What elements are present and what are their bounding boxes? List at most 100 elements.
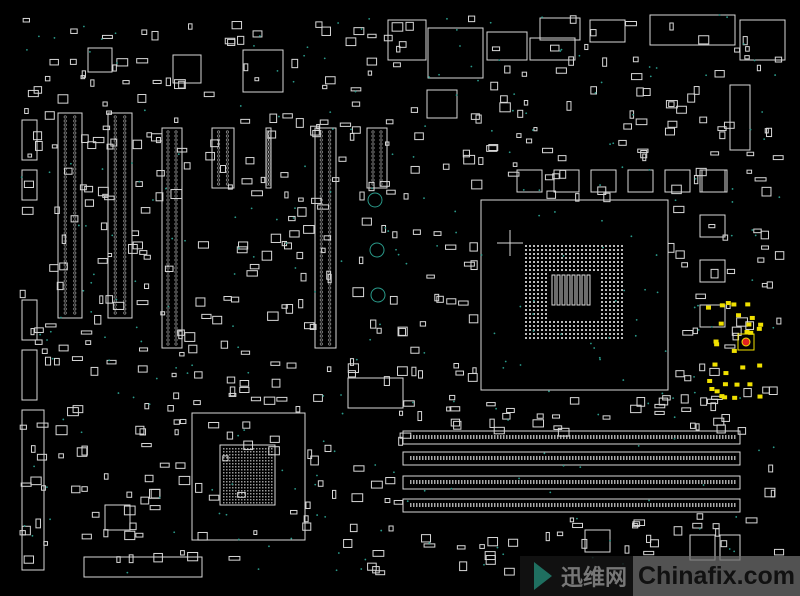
via[interactable] xyxy=(374,464,377,466)
socket-pin[interactable] xyxy=(601,249,603,251)
slot-pin[interactable] xyxy=(174,250,178,254)
via[interactable] xyxy=(504,360,507,363)
socket-pin[interactable] xyxy=(605,281,607,283)
smd-component[interactable] xyxy=(399,410,404,416)
smd-component[interactable] xyxy=(126,491,133,498)
dimm-pin[interactable] xyxy=(557,503,559,507)
expansion-slot-2[interactable] xyxy=(107,112,133,319)
highlighted-part[interactable] xyxy=(722,395,728,400)
via[interactable] xyxy=(406,500,409,503)
smd-component[interactable] xyxy=(635,118,648,126)
socket-pin[interactable] xyxy=(545,313,547,315)
dimm-pin[interactable] xyxy=(626,503,628,507)
chipset-ball[interactable] xyxy=(271,460,273,462)
socket-pin[interactable] xyxy=(545,333,547,335)
dimm-pin[interactable] xyxy=(623,503,625,507)
socket-pin[interactable] xyxy=(617,317,619,319)
socket-pin[interactable] xyxy=(569,257,571,259)
highlighted-part[interactable] xyxy=(712,362,718,367)
chipset-ball[interactable] xyxy=(259,448,261,450)
smd-component[interactable] xyxy=(197,241,210,249)
slot-pin[interactable] xyxy=(328,146,332,150)
chipset-ball[interactable] xyxy=(268,472,270,474)
via[interactable] xyxy=(369,338,372,341)
via[interactable] xyxy=(340,394,342,396)
slot-pin[interactable] xyxy=(174,230,178,234)
socket-pin[interactable] xyxy=(561,325,563,327)
dimm-pin[interactable] xyxy=(608,480,610,484)
socket-pin[interactable] xyxy=(525,305,527,307)
socket-pin[interactable] xyxy=(537,293,539,295)
smd-component[interactable] xyxy=(700,397,708,406)
smd-component[interactable] xyxy=(128,554,134,564)
socket-pin[interactable] xyxy=(613,317,615,319)
slot-pin[interactable] xyxy=(123,131,127,135)
slot-pin[interactable] xyxy=(123,179,127,183)
chipset-ball[interactable] xyxy=(229,472,231,474)
smd-component[interactable] xyxy=(81,134,89,143)
via[interactable] xyxy=(637,444,640,447)
via[interactable] xyxy=(337,552,340,554)
dimm-pin[interactable] xyxy=(509,435,511,439)
slot-pin[interactable] xyxy=(328,326,332,330)
chipset-ball[interactable] xyxy=(262,475,264,477)
smd-component[interactable] xyxy=(338,156,347,162)
slot-pin[interactable] xyxy=(265,182,269,186)
socket-pin[interactable] xyxy=(529,317,531,319)
dimm-pin[interactable] xyxy=(611,480,613,484)
chipset-ball[interactable] xyxy=(229,490,231,492)
smd-component[interactable] xyxy=(36,453,48,461)
socket-pin[interactable] xyxy=(573,261,575,263)
socket-pin[interactable] xyxy=(573,245,575,247)
slot-pin[interactable] xyxy=(379,178,383,182)
slot-pin[interactable] xyxy=(174,302,178,306)
slot-pin[interactable] xyxy=(166,342,170,346)
dimm-pin[interactable] xyxy=(608,456,610,460)
socket-pin[interactable] xyxy=(537,329,539,331)
socket-pin[interactable] xyxy=(593,337,595,339)
smd-component[interactable] xyxy=(61,234,67,244)
slot-pin[interactable] xyxy=(113,163,117,167)
slot-pin[interactable] xyxy=(328,314,332,318)
slot-pin[interactable] xyxy=(63,299,67,303)
chipset-ball[interactable] xyxy=(247,490,249,492)
socket-pin[interactable] xyxy=(617,313,619,315)
chipset-ball[interactable] xyxy=(244,478,246,480)
socket-pin[interactable] xyxy=(577,337,579,339)
via[interactable] xyxy=(554,211,556,213)
via[interactable] xyxy=(726,16,728,19)
socket-pin[interactable] xyxy=(529,277,531,279)
socket-pin[interactable] xyxy=(525,261,527,263)
via[interactable] xyxy=(519,364,522,366)
socket-pin[interactable] xyxy=(525,321,527,323)
socket-pin[interactable] xyxy=(561,329,563,331)
socket-pin[interactable] xyxy=(541,289,543,291)
chipset-ball[interactable] xyxy=(229,502,231,504)
dimm-pin[interactable] xyxy=(707,435,709,439)
via[interactable] xyxy=(258,35,261,37)
smd-component[interactable] xyxy=(228,555,241,561)
dimm-pin[interactable] xyxy=(527,435,529,439)
socket-pin[interactable] xyxy=(549,333,551,335)
smd-component[interactable] xyxy=(131,230,140,237)
socket-pin[interactable] xyxy=(601,297,603,299)
socket-pin[interactable] xyxy=(597,249,599,251)
dimm-pin[interactable] xyxy=(701,480,703,484)
chipset-ball[interactable] xyxy=(241,481,243,483)
socket-pin[interactable] xyxy=(545,293,547,295)
via[interactable] xyxy=(548,390,550,393)
smd-component[interactable] xyxy=(716,424,726,434)
socket-pin[interactable] xyxy=(529,273,531,275)
smd-component[interactable] xyxy=(180,550,185,556)
slot-pin[interactable] xyxy=(166,330,170,334)
slot-pin[interactable] xyxy=(166,314,170,318)
socket-pin[interactable] xyxy=(617,309,619,311)
slot-pin[interactable] xyxy=(123,119,127,123)
smd-component[interactable] xyxy=(210,139,220,148)
chipset-ball[interactable] xyxy=(223,487,225,489)
smd-component[interactable] xyxy=(757,257,765,263)
dimm-pin[interactable] xyxy=(575,480,577,484)
socket-pin[interactable] xyxy=(605,329,607,331)
dimm-pin[interactable] xyxy=(506,435,508,439)
socket-pin[interactable] xyxy=(609,305,611,307)
